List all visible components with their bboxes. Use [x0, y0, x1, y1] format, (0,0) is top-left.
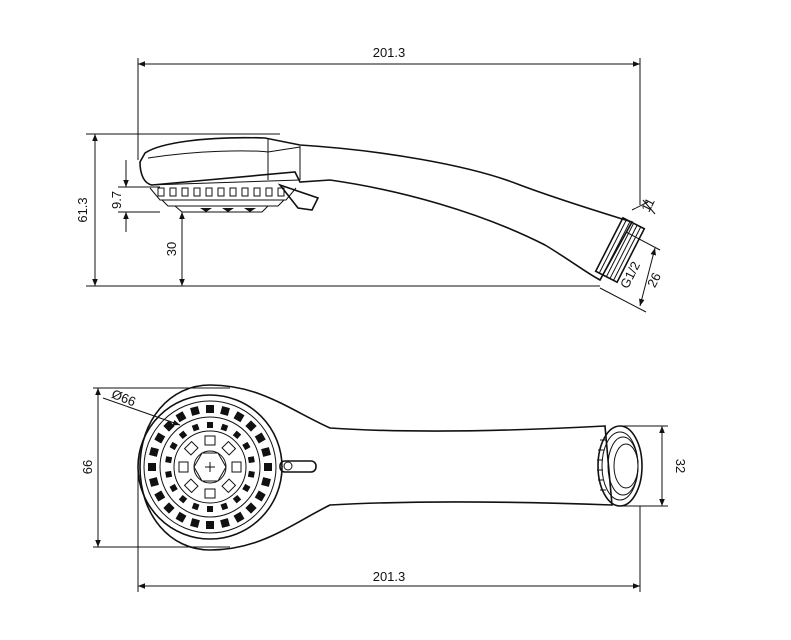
spray-head-face	[137, 394, 283, 540]
handle-outline-top	[139, 384, 613, 551]
thread-end-side	[594, 216, 646, 284]
side-height-label: 61.3	[75, 197, 90, 222]
nozzle-depth-label: 9.7	[109, 191, 124, 209]
thread-size-label: G1/2	[617, 259, 643, 291]
side-length-label: 201.3	[373, 45, 406, 60]
end-width-label: 26	[644, 270, 664, 290]
thread-end-top	[597, 425, 643, 507]
top-length-label: 201.3	[373, 569, 406, 584]
head-diameter-label: Ø66	[109, 386, 137, 409]
thread-length-label: 11	[638, 196, 657, 215]
side-view: 201.3 61.3 9.7 30	[75, 45, 664, 313]
nozzle-face	[149, 187, 297, 213]
spray-selector-knob	[279, 460, 317, 473]
end-diameter-label: 32	[673, 459, 688, 473]
top-view: 66 Ø66	[80, 384, 688, 592]
head-offset-label: 30	[164, 242, 179, 256]
spray-selector-lever	[277, 183, 320, 211]
top-width-label: 66	[80, 460, 95, 474]
handle-outline-side	[139, 136, 634, 282]
